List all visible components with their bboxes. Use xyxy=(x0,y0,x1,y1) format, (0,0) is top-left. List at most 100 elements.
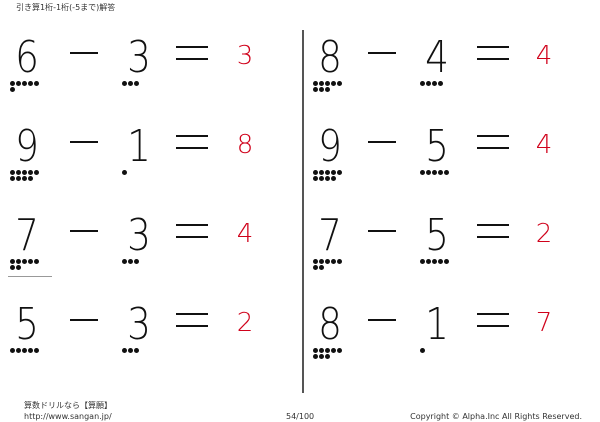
dot-row xyxy=(313,354,342,359)
counting-dot xyxy=(337,348,342,353)
counting-dot xyxy=(438,170,443,175)
counting-dots xyxy=(420,347,425,353)
equals-sign xyxy=(176,131,208,151)
counting-dot xyxy=(432,170,437,175)
subtrahend: 1 xyxy=(120,125,164,185)
counting-dot xyxy=(16,170,21,175)
counting-dot xyxy=(34,81,39,86)
dot-row xyxy=(313,87,342,92)
counting-dot xyxy=(325,170,330,175)
counting-dot xyxy=(325,87,330,92)
minus-sign xyxy=(70,52,98,54)
dot-row xyxy=(420,81,443,86)
answer: 7 xyxy=(535,308,553,338)
minuend-number: 6 xyxy=(15,32,39,83)
counting-dots xyxy=(420,80,443,86)
page-title: 引き算1桁-1桁(-5まで)解答 xyxy=(16,3,116,12)
minus-sign xyxy=(368,230,396,232)
equals-sign xyxy=(477,220,509,240)
counting-dot xyxy=(134,81,139,86)
minus-sign xyxy=(368,52,396,54)
counting-dot xyxy=(134,259,139,264)
minuend: 8 xyxy=(311,36,355,96)
counting-dot xyxy=(420,170,425,175)
counting-dot xyxy=(10,176,15,181)
dot-row xyxy=(122,348,139,353)
counting-dot xyxy=(10,81,15,86)
copyright-notice: Copyright © Alpha.Inc All Rights Reserve… xyxy=(410,412,582,421)
minuend-number: 8 xyxy=(318,32,342,83)
subtrahend: 5 xyxy=(418,125,462,185)
counting-dot xyxy=(10,259,15,264)
counting-dot xyxy=(10,87,15,92)
dot-row xyxy=(10,265,39,270)
counting-dots xyxy=(10,347,39,353)
answer: 8 xyxy=(236,130,254,160)
answer: 4 xyxy=(535,41,553,71)
counting-dot xyxy=(16,81,21,86)
dot-row xyxy=(313,170,342,175)
counting-dot xyxy=(426,170,431,175)
counting-dot xyxy=(22,81,27,86)
dot-row xyxy=(122,170,127,175)
counting-dots xyxy=(10,80,39,92)
dot-row xyxy=(313,259,342,264)
counting-dot xyxy=(134,348,139,353)
counting-dot xyxy=(331,81,336,86)
minuend: 8 xyxy=(311,303,355,363)
counting-dot xyxy=(313,265,318,270)
counting-dot xyxy=(331,348,336,353)
counting-dot xyxy=(337,259,342,264)
counting-dot xyxy=(22,170,27,175)
dot-row xyxy=(10,259,39,264)
counting-dots xyxy=(313,80,342,92)
counting-dot xyxy=(325,354,330,359)
counting-dot xyxy=(16,176,21,181)
counting-dot xyxy=(10,170,15,175)
subtrahend: 4 xyxy=(418,36,462,96)
problem-row: 6 3 3 xyxy=(0,32,292,96)
answer: 4 xyxy=(535,130,553,160)
counting-dot xyxy=(122,259,127,264)
column-divider xyxy=(302,30,304,393)
counting-dot xyxy=(319,348,324,353)
counting-dots xyxy=(313,347,342,359)
counting-dot xyxy=(22,176,27,181)
counting-dot xyxy=(34,348,39,353)
counting-dot xyxy=(444,170,449,175)
counting-dot xyxy=(128,348,133,353)
equals-sign xyxy=(477,42,509,62)
counting-dot xyxy=(325,176,330,181)
counting-dot xyxy=(313,87,318,92)
counting-dot xyxy=(28,176,33,181)
minuend-number: 5 xyxy=(15,299,39,350)
counting-dots xyxy=(420,258,449,264)
problem-row: 9 5 4 xyxy=(305,121,597,185)
counting-dot xyxy=(28,259,33,264)
dot-row xyxy=(313,81,342,86)
counting-dot xyxy=(313,354,318,359)
counting-dot xyxy=(432,259,437,264)
counting-dot xyxy=(331,170,336,175)
minus-sign xyxy=(368,141,396,143)
counting-dot xyxy=(313,81,318,86)
counting-dot xyxy=(28,348,33,353)
minus-sign xyxy=(368,319,396,321)
subtrahend-number: 5 xyxy=(425,121,449,172)
subtrahend: 1 xyxy=(418,303,462,363)
counting-dot xyxy=(426,259,431,264)
counting-dot xyxy=(319,354,324,359)
counting-dot xyxy=(432,81,437,86)
counting-dot xyxy=(325,259,330,264)
minus-sign xyxy=(70,319,98,321)
counting-dots xyxy=(10,258,39,270)
counting-dots xyxy=(122,80,139,86)
subtrahend-number: 4 xyxy=(425,32,449,83)
counting-dot xyxy=(10,265,15,270)
footer-url-link[interactable]: http://www.sangan.jp/ xyxy=(24,412,112,421)
minuend: 9 xyxy=(8,125,52,185)
dot-row xyxy=(420,170,449,175)
counting-dot xyxy=(128,259,133,264)
counting-dot xyxy=(319,87,324,92)
counting-dot xyxy=(337,170,342,175)
